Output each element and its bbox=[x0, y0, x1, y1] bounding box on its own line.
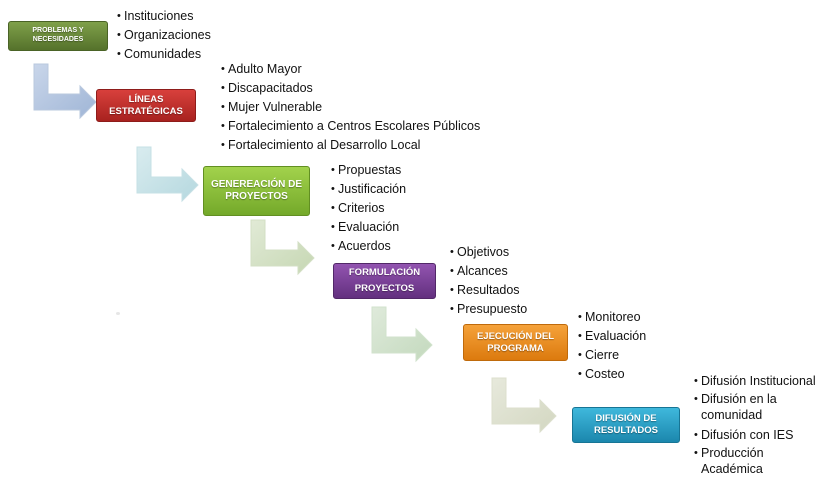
list-item: Evaluación bbox=[578, 327, 646, 346]
step-title-line: ESTRATÉGICAS bbox=[109, 105, 183, 117]
step-title-line: LÍNEAS bbox=[128, 93, 164, 105]
step-title-line: EJECUCIÓN DEL bbox=[476, 330, 555, 342]
list-item: Cierre bbox=[578, 346, 646, 365]
bullet-list-formulacion: Objetivos Alcances Resultados Presupuest… bbox=[450, 243, 527, 319]
list-item: Difusión en la comunidad bbox=[694, 391, 818, 423]
list-item: Acuerdos bbox=[331, 237, 406, 256]
step-title-line: PROYECTOS bbox=[225, 191, 288, 202]
bent-arrow-icon bbox=[33, 63, 97, 120]
step-title-line: GENEREACIÓN DE bbox=[210, 178, 303, 190]
list-item: Difusión Institucional bbox=[694, 372, 818, 391]
bullet-list-lineas: Adulto Mayor Discapacitados Mujer Vulner… bbox=[221, 60, 480, 155]
list-item: Fortalecimiento a Centros Escolares Públ… bbox=[221, 117, 480, 136]
step-title-line: PROYECTOS bbox=[354, 283, 415, 294]
step-box-problemas: PROBLEMAS Y NECESIDADES bbox=[8, 21, 108, 51]
list-item: Criterios bbox=[331, 199, 406, 218]
list-item: Producción Académica bbox=[694, 445, 818, 477]
step-title-line: DIFUSIÓN DE bbox=[595, 413, 657, 425]
faint-artifact bbox=[116, 312, 120, 315]
list-item: Adulto Mayor bbox=[221, 60, 480, 79]
step-box-ejecucion: EJECUCIÓN DEL PROGRAMA bbox=[463, 324, 568, 361]
bent-arrow-icon bbox=[371, 306, 433, 363]
step-box-generacion: GENEREACIÓN DE PROYECTOS bbox=[203, 166, 310, 216]
bent-arrow-icon bbox=[491, 377, 557, 434]
bullet-list-ejecucion: Monitoreo Evaluación Cierre Costeo bbox=[578, 308, 646, 384]
list-item: Monitoreo bbox=[578, 308, 646, 327]
step-title-line: RESULTADOS bbox=[593, 425, 659, 436]
list-item: Justificación bbox=[331, 180, 406, 199]
bullet-list-problemas: Instituciones Organizaciones Comunidades bbox=[117, 7, 211, 64]
bullet-list-difusion: Difusión Institucional Difusión en la co… bbox=[694, 372, 818, 480]
list-item: Propuestas bbox=[331, 161, 406, 180]
step-title-line: PROBLEMAS Y bbox=[32, 27, 84, 35]
list-item: Comunidades bbox=[117, 45, 211, 64]
list-item: Instituciones bbox=[117, 7, 211, 26]
bent-arrow-icon bbox=[250, 219, 315, 276]
bent-arrow-icon bbox=[136, 146, 199, 203]
list-item: Resultados bbox=[450, 281, 527, 300]
step-title-line: PROGRAMA bbox=[487, 342, 544, 354]
list-item: Mujer Vulnerable bbox=[221, 98, 480, 117]
list-item: Discapacitados bbox=[221, 79, 480, 98]
step-box-formulacion: FORMULACIÓN PROYECTOS bbox=[333, 263, 436, 299]
list-item: Evaluación bbox=[331, 218, 406, 237]
bullet-list-generacion: Propuestas Justificación Criterios Evalu… bbox=[331, 161, 406, 256]
list-item: Objetivos bbox=[450, 243, 527, 262]
list-item: Presupuesto bbox=[450, 300, 527, 319]
list-item: Alcances bbox=[450, 262, 527, 281]
list-item: Fortalecimiento al Desarrollo Local bbox=[221, 136, 480, 155]
list-item: Costeo bbox=[578, 365, 646, 384]
step-title-line: NECESIDADES bbox=[32, 36, 84, 43]
step-box-lineas: LÍNEAS ESTRATÉGICAS bbox=[96, 89, 196, 122]
step-box-difusion: DIFUSIÓN DE RESULTADOS bbox=[572, 407, 680, 443]
list-item: Organizaciones bbox=[117, 26, 211, 45]
list-item: Difusión con IES bbox=[694, 426, 818, 445]
step-title-line: FORMULACIÓN bbox=[348, 267, 421, 279]
